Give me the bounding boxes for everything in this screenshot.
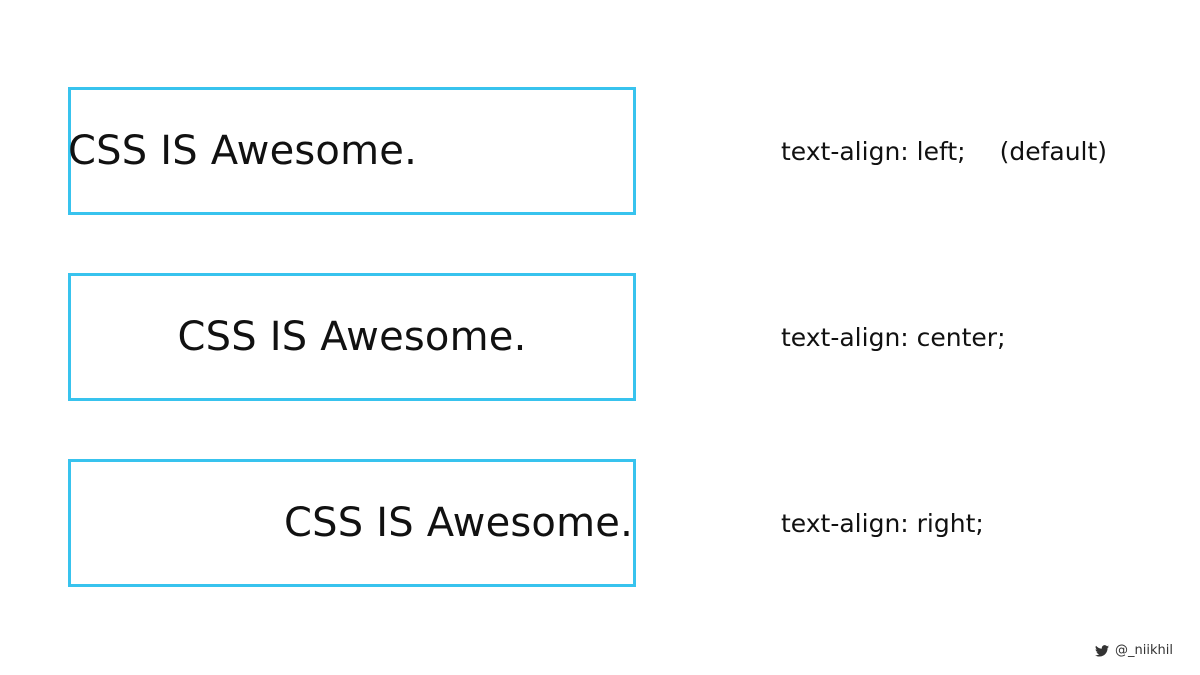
demo-text-right: CSS IS Awesome.: [284, 500, 633, 546]
caption-text-align-center: text-align: center;: [781, 323, 1006, 353]
caption-text-align-right: text-align: right;: [781, 509, 984, 539]
author-credit: @_niikhil: [1095, 642, 1173, 660]
demo-text-left: CSS IS Awesome.: [68, 128, 417, 174]
twitter-icon: [1095, 645, 1110, 657]
caption-left-note: (default): [999, 137, 1108, 166]
caption-right-code: text-align: right;: [781, 509, 984, 538]
text-align-right-demo-box: CSS IS Awesome.: [68, 459, 636, 587]
caption-center-code: text-align: center;: [781, 323, 1006, 352]
caption-text-align-left: text-align: left; (default): [781, 137, 1107, 167]
twitter-handle: @_niikhil: [1115, 643, 1173, 658]
demo-text-center: CSS IS Awesome.: [177, 314, 527, 360]
caption-left-code: text-align: left;: [781, 137, 966, 166]
text-align-center-demo-box: CSS IS Awesome.: [68, 273, 636, 401]
text-align-left-demo-box: CSS IS Awesome.: [68, 87, 636, 215]
